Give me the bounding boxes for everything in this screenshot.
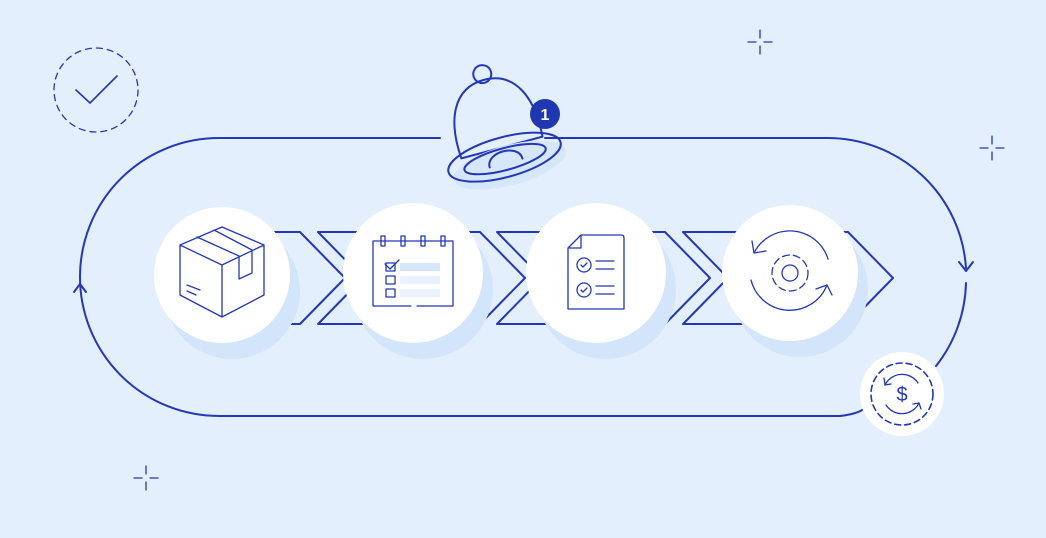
notification-count: 1 [541,107,550,124]
bell-icon [447,64,567,190]
dollar-refresh-icon: $ [860,352,944,436]
sparkle-icon [747,29,773,55]
package-box-icon [179,226,265,318]
arrow-up-icon [73,283,87,293]
document-checklist-icon [567,234,625,310]
sparkle-icon [979,135,1005,161]
process-loop [73,136,974,417]
step-3 [526,203,676,359]
dashed-check-circle-icon [53,47,139,133]
step-4 [722,205,868,357]
arrow-down-icon [958,261,974,272]
step-circle [722,205,858,341]
step-2 [343,203,493,359]
step-circle [526,203,666,343]
step-1 [154,207,300,359]
calendar-checklist-icon [372,235,454,307]
sparkle-icon [133,465,159,491]
step-circle [343,203,483,343]
dollar-symbol: $ [896,384,907,406]
notification-badge: 1 [530,99,560,129]
gear-refresh-icon [750,230,833,311]
